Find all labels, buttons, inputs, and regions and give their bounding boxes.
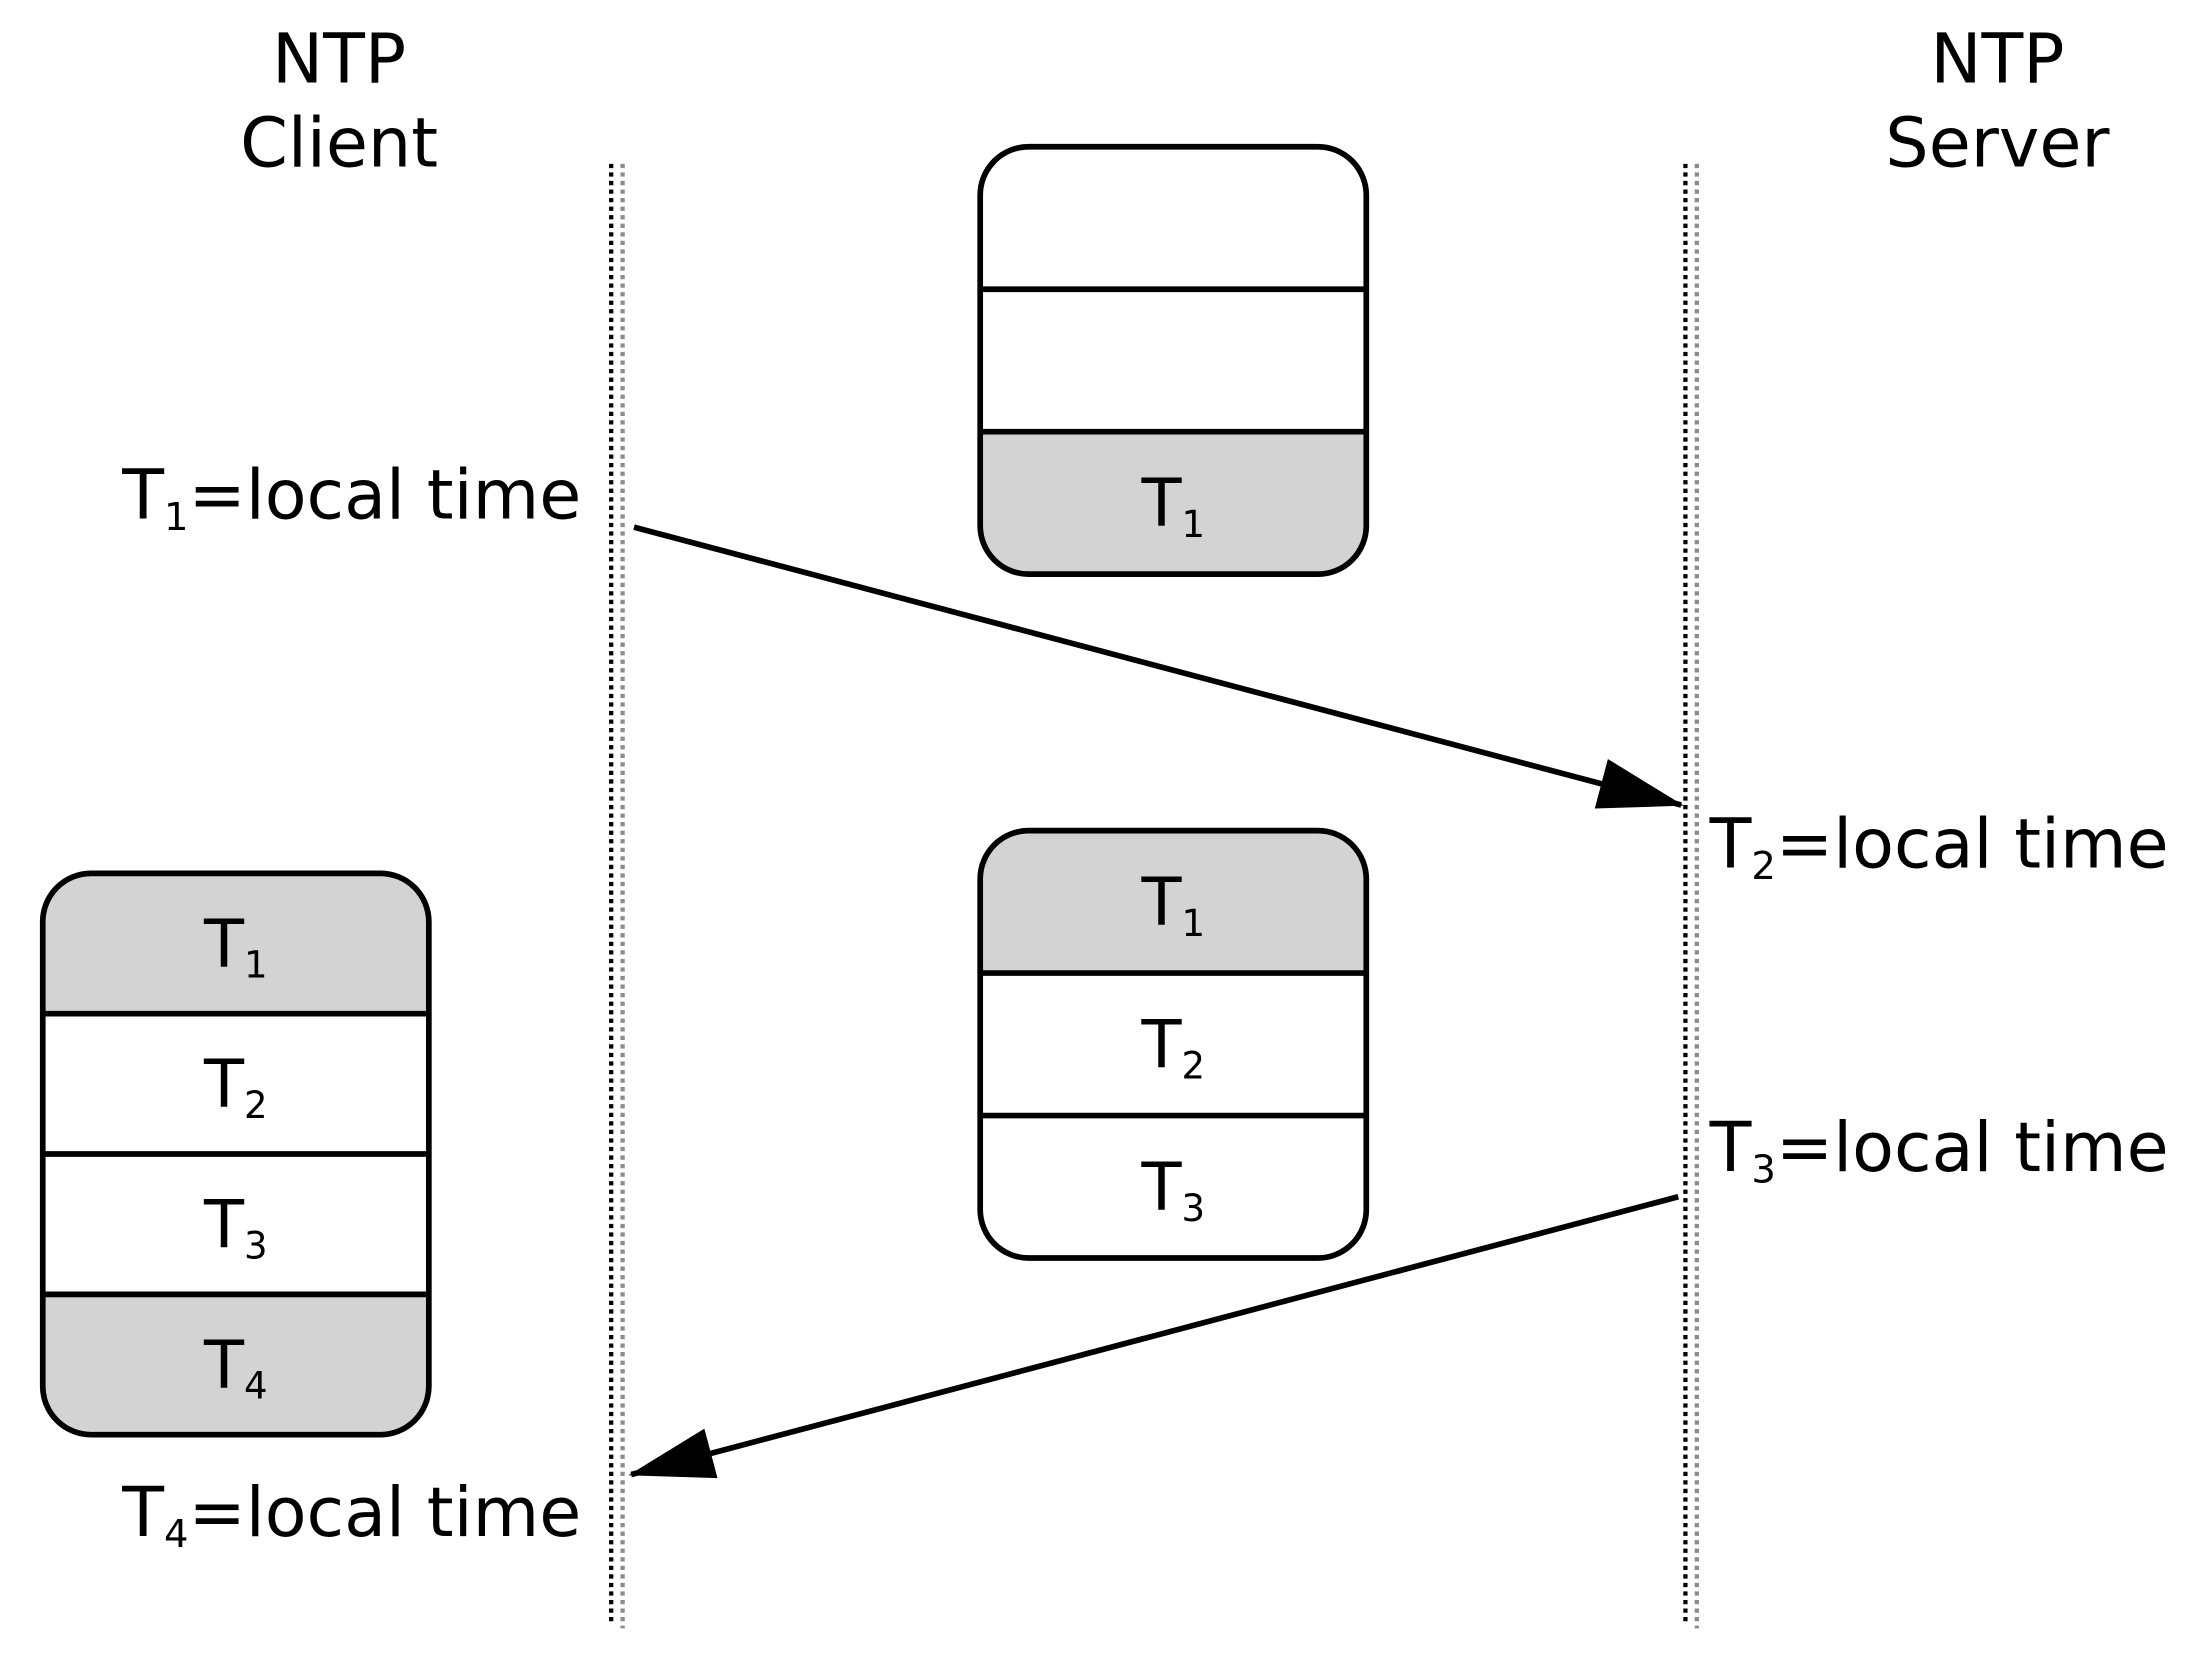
client_record-field-4-label: T4 <box>203 1327 268 1407</box>
response-field-2-label: T2 <box>1140 1007 1205 1087</box>
request-field-2 <box>980 289 1367 432</box>
client_record-field-1-label: T1 <box>203 906 268 986</box>
client_record-field-2 <box>42 1013 429 1155</box>
server-heading-line2: Server <box>1885 105 2110 184</box>
response-field-2 <box>980 973 1367 1116</box>
t1-event-label: T1=local time <box>121 457 581 540</box>
client-heading-line2: Client <box>240 105 438 184</box>
response-field-1 <box>980 830 1367 974</box>
client_record-field-1 <box>42 873 429 1014</box>
server-heading-line1: NTP <box>1930 21 2064 100</box>
response-message-arrow <box>628 1193 1680 1479</box>
client_record-field-3 <box>42 1154 429 1295</box>
client_record-field-4 <box>42 1294 429 1435</box>
client_record-field-2-label: T2 <box>203 1047 268 1127</box>
request-packet-outline <box>977 143 1370 578</box>
request-field-3 <box>980 431 1367 575</box>
t3-event-label: T3=local time <box>1709 1109 2169 1192</box>
request-packet: T1 <box>977 143 1370 578</box>
client-timeline <box>609 163 625 1629</box>
server-timeline <box>1683 163 1699 1629</box>
response-field-3-label: T3 <box>1140 1150 1205 1230</box>
client_record-field-3-label: T3 <box>203 1187 268 1267</box>
client-heading-line1: NTP <box>272 21 406 100</box>
response-field-1-label: T1 <box>1140 865 1205 945</box>
client_record-packet-outline <box>39 870 432 1438</box>
t2-event-label: T2=local time <box>1709 806 2169 889</box>
response-field-3 <box>980 1115 1367 1259</box>
request-field-3-label: T1 <box>1140 466 1205 546</box>
t4-event-label: T4=local time <box>121 1474 581 1557</box>
request-message-arrow <box>633 524 1684 809</box>
request-field-1 <box>980 146 1367 290</box>
response-packet-outline <box>977 827 1370 1261</box>
